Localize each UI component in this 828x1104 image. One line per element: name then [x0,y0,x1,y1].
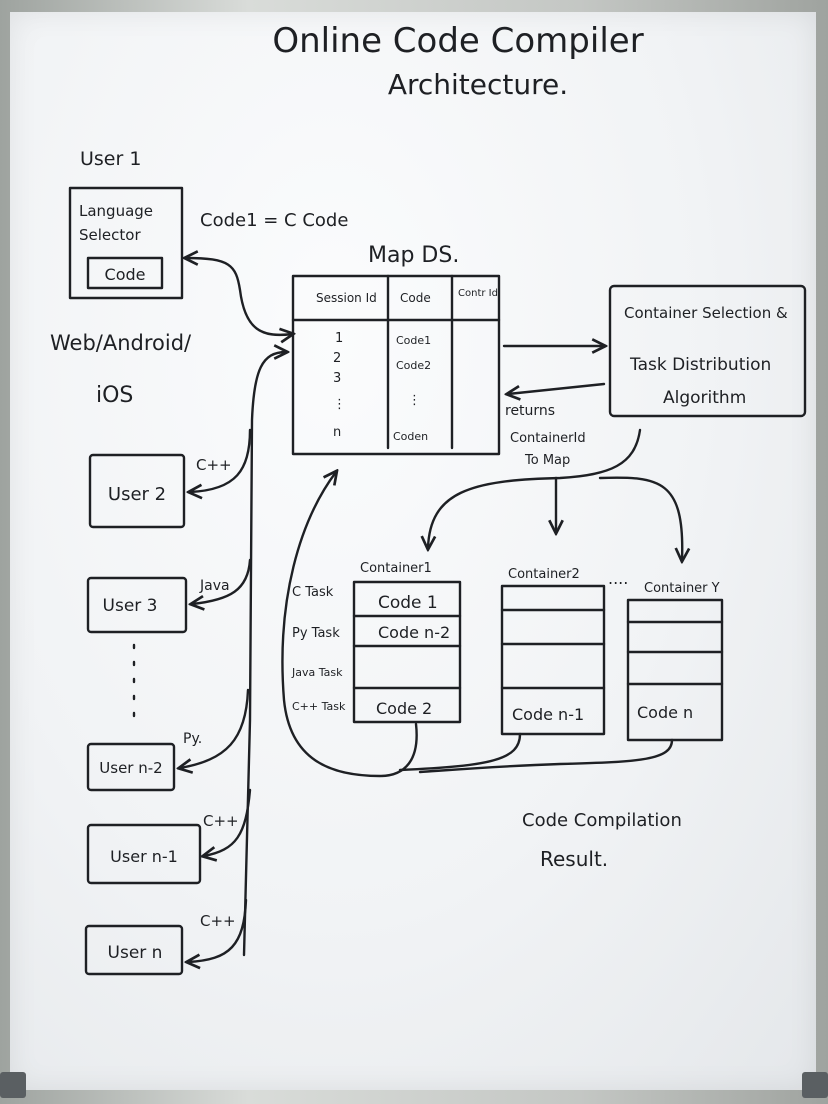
returns-line3: To Map [524,453,570,468]
container2-cell-4: Code n-1 [512,705,584,724]
arrow-to-user-n1 [204,788,252,856]
algo-line3: Algorithm [663,388,746,408]
container2-title: Container2 [508,567,580,582]
map-session-3: 3 [333,371,341,386]
code-button-label: Code [105,265,146,284]
user-n2-box [86,742,176,792]
arrow-to-user-n [188,898,248,962]
container1-cell-4: Code 2 [376,699,432,718]
map-code-dots: ⋮ [408,393,421,408]
algo-line2: Task Distribution [629,355,771,375]
algo-line1: Container Selection & [624,304,788,322]
user2-label: User 2 [108,484,166,505]
map-code-n: Coden [393,430,428,443]
map-header-code: Code [400,291,431,305]
user2-lang: C++ [196,456,232,474]
map-session-1: 1 [335,331,343,346]
task-label-java: Java Task [291,666,343,679]
user-n-lang: C++ [200,912,236,930]
arrow-users-bus [242,352,286,957]
user-n-label: User n [108,943,163,963]
containerY-cell-4: Code n [637,703,693,722]
title-line1: Online Code Compiler [272,21,643,61]
task-label-cpp: C++ Task [292,700,346,713]
container1-title: Container1 [360,561,432,576]
user1-device-box [68,186,184,300]
map-table [291,274,501,456]
arrow-to-user2 [190,428,252,492]
line-container2-result [398,732,522,772]
map-session-n: n [333,425,341,440]
returns-line1: returns [505,403,555,419]
user-n1-lang: C++ [203,812,239,830]
container2-box [500,584,606,736]
user-n2-lang: Py. [183,731,202,747]
container1-cell-2: Code n-2 [378,623,450,642]
code1-annotation: Code1 = C Code [200,210,348,231]
task-label-py: Py Task [292,626,340,641]
platform-line1: Web/Android/ [50,331,192,355]
arrow-user1-map [186,258,292,335]
map-code-1: Code1 [396,334,431,347]
frame-corner-bottom-right [802,1072,828,1098]
frame-corner-bottom-left [0,1072,26,1098]
code-button[interactable] [86,256,164,290]
returns-line2: ContainerId [510,431,586,446]
language-selector-line2: Selector [79,226,141,244]
map-title: Map DS. [368,243,459,268]
arrow-to-container1 [428,428,642,548]
arrow-algorithm-to-map [508,382,606,394]
arrow-to-user-n2 [180,688,250,768]
container1-box [352,580,462,724]
result-line1: Code Compilation [522,810,682,831]
containerY-box [626,598,724,742]
language-selector-line1: Language [79,202,153,220]
user-n-box [84,924,184,976]
user3-box [86,576,188,634]
task-label-c: C Task [292,585,334,600]
result-line2: Result. [540,847,608,871]
platform-line2: iOS [96,383,133,408]
user1-label: User 1 [80,148,141,170]
arrow-to-user3 [192,558,252,604]
arrow-to-containerY [598,476,682,560]
user3-label: User 3 [103,596,158,616]
algorithm-box [608,284,807,418]
container1-cell-1: Code 1 [378,593,438,613]
containers-ellipsis: .... [608,569,628,588]
user3-lang: Java [199,578,230,594]
user-n1-label: User n-1 [110,847,178,866]
map-session-2: 2 [333,351,341,366]
containerY-title: Container Y [644,581,720,596]
map-header-session: Session Id [316,291,377,305]
map-session-dots: ⋮ [333,397,346,412]
line-containerY-result [418,738,674,774]
title-line2: Architecture. [388,68,568,101]
user2-box [88,453,186,529]
map-code-2: Code2 [396,359,431,372]
map-header-container: Contr Id [458,288,498,299]
user-n2-label: User n-2 [99,759,162,777]
